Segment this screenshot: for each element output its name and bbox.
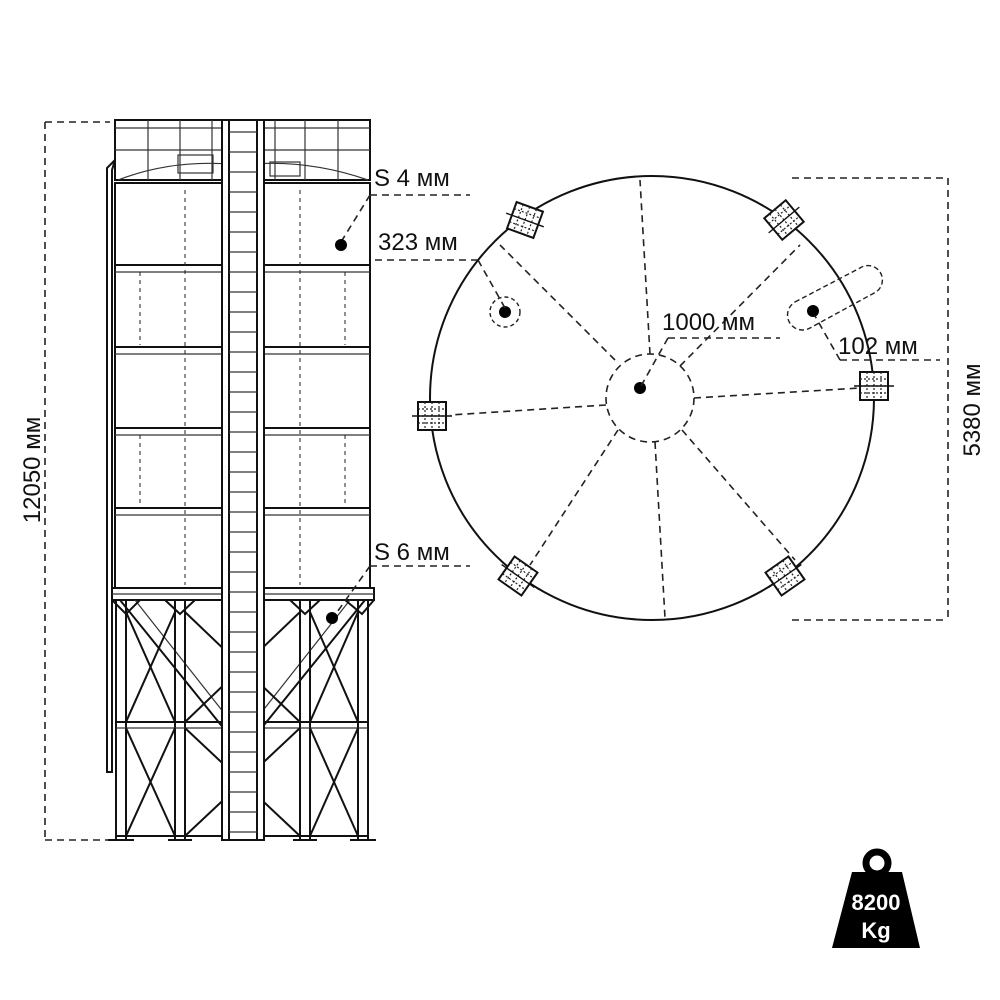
weight-value: 8200	[852, 890, 901, 915]
pipe-label: 102 мм	[838, 333, 918, 360]
diameter-label: 5380 мм	[959, 363, 986, 456]
roof-ribs	[449, 179, 861, 619]
weight-unit: Kg	[861, 918, 890, 943]
top-railing	[114, 119, 371, 181]
silo-roof-outline	[429, 175, 875, 621]
silo-side-view: 12050 мм	[19, 119, 470, 841]
inspection-hatch	[489, 296, 521, 328]
center-opening-marker	[634, 382, 646, 394]
center-opening-callout	[640, 337, 780, 387]
support-plate	[854, 371, 894, 401]
wall-bottom-callout	[326, 565, 470, 624]
support-plate	[497, 555, 539, 597]
weight-icon: 8200 Kg	[832, 848, 920, 948]
wall-bottom-label: S 6 мм	[374, 539, 450, 566]
wall-top-callout	[335, 194, 470, 251]
silo-top-view: 323 мм 1000 мм 102 мм 5380 мм	[375, 175, 986, 621]
support-plate	[764, 555, 806, 597]
support-plate	[412, 401, 452, 431]
height-dimension-label: 12050 мм	[19, 417, 46, 523]
side-pipe	[106, 159, 116, 773]
height-dimension-line	[44, 121, 110, 841]
center-opening-label: 1000 мм	[662, 309, 755, 336]
support-plates	[412, 198, 894, 597]
support-plate	[505, 200, 545, 240]
pipe-callout	[814, 315, 940, 361]
fill-pipe	[786, 264, 884, 331]
support-plate	[762, 198, 806, 242]
access-ladder	[221, 119, 265, 841]
center-opening	[605, 353, 695, 443]
offset-callout	[375, 259, 506, 309]
offset-label: 323 мм	[378, 229, 458, 256]
diameter-dimension-line	[792, 177, 949, 621]
wall-top-label: S 4 мм	[374, 165, 450, 192]
